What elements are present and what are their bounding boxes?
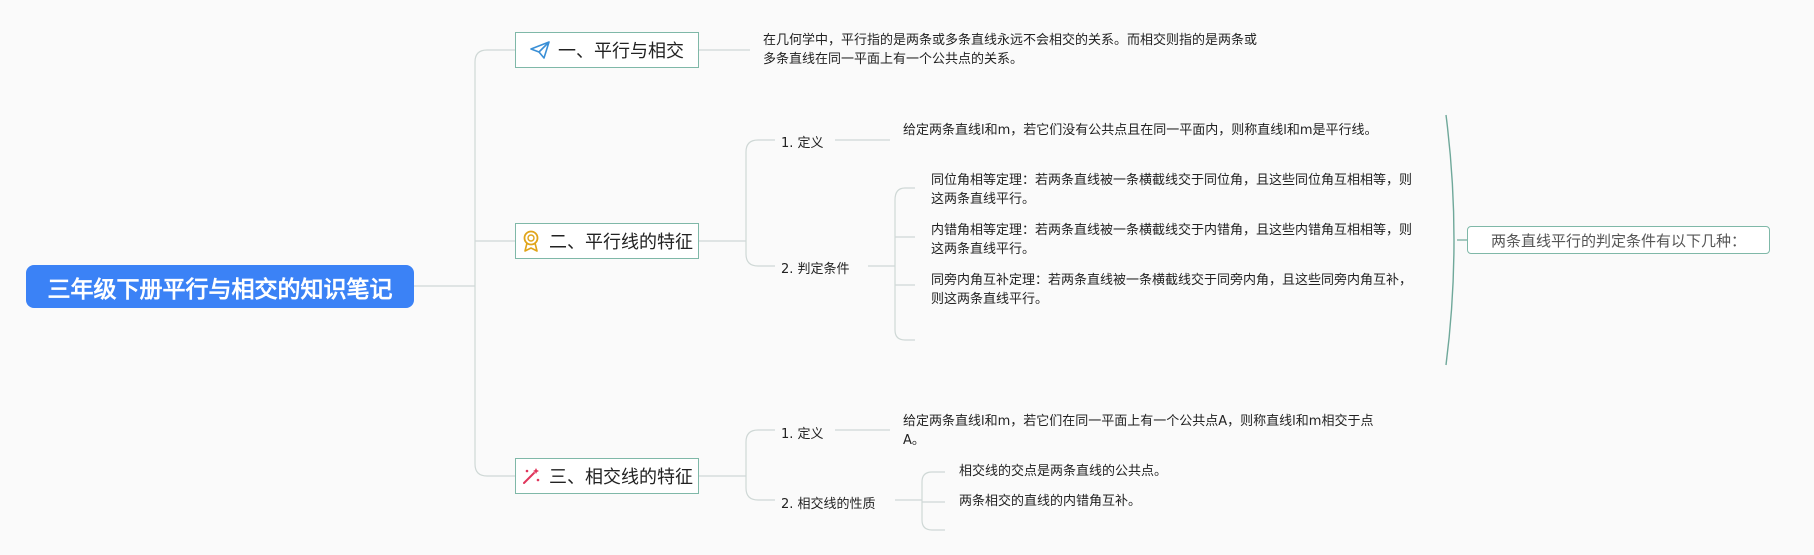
magic-wand-icon — [523, 468, 540, 484]
branch-title: 三、相交线的特征 — [549, 467, 693, 488]
paper-plane-icon — [530, 41, 550, 59]
branch-parallel-and-intersect[interactable]: 一、平行与相交 — [515, 32, 699, 68]
branch-title: 二、平行线的特征 — [549, 232, 693, 253]
condition-item: 同位角相等定理：若两条直线被一条横截线交于同位角，且这些同位角互相相等，则这两条… — [931, 173, 1413, 207]
award-ribbon-icon — [523, 230, 539, 252]
branch-parallel-lines[interactable]: 二、平行线的特征 — [515, 223, 699, 259]
branch-intersecting-lines[interactable]: 三、相交线的特征 — [515, 458, 699, 494]
summary-note[interactable]: 两条直线平行的判定条件有以下几种： — [1467, 226, 1770, 254]
parallel-conditions-label[interactable]: 2. 判定条件 — [781, 262, 850, 277]
parallel-definition-text: 给定两条直线l和m，若它们没有公共点且在同一平面内，则称直线l和m是平行线。 — [903, 123, 1378, 138]
root-topic[interactable]: 三年级下册平行与相交的知识笔记 — [26, 265, 414, 308]
property-item: 两条相交的直线的内错角互补。 — [959, 494, 1142, 509]
condition-item: 同旁内角互补定理：若两条直线被一条横截线交于同旁内角，且这些同旁内角互补，则这两… — [931, 273, 1413, 307]
intersect-properties-label[interactable]: 2. 相交线的性质 — [781, 497, 876, 512]
root-title: 三年级下册平行与相交的知识笔记 — [47, 276, 393, 303]
summary-text: 两条直线平行的判定条件有以下几种： — [1490, 231, 1746, 250]
branch-1-description: 在几何学中，平行指的是两条或多条直线永远不会相交的关系。而相交则指的是两条或多条… — [763, 33, 1258, 67]
intersect-definition-label[interactable]: 1. 定义 — [781, 427, 824, 442]
property-item: 相交线的交点是两条直线的公共点。 — [959, 464, 1168, 479]
condition-item: 内错角相等定理：若两条直线被一条横截线交于内错角，且这些内错角互相相等，则这两条… — [931, 223, 1413, 257]
branch-title: 一、平行与相交 — [558, 41, 684, 62]
intersect-definition-text: 给定两条直线l和m，若它们在同一平面上有一个公共点A，则称直线l和m相交于点A。 — [903, 414, 1374, 448]
parallel-definition-label[interactable]: 1. 定义 — [781, 136, 824, 151]
